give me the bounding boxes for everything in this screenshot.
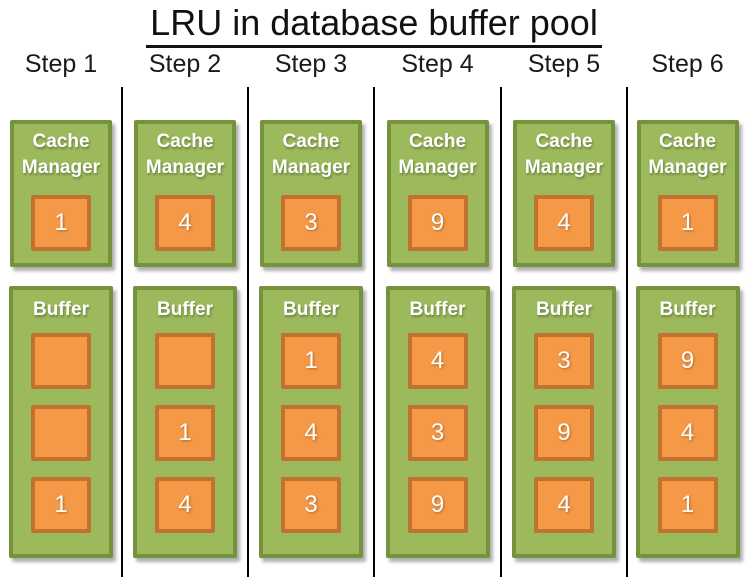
buffer-title: Buffer — [409, 299, 466, 320]
cache-manager-title-line2: Manager — [648, 157, 727, 178]
buffer-slots: 9 4 1 — [640, 333, 736, 533]
cache-manager-title-line1: Cache — [282, 131, 340, 152]
column-divider — [247, 87, 249, 577]
column-divider — [121, 87, 123, 577]
cache-manager-box: Cache Manager 1 — [636, 120, 739, 267]
cache-manager-title-line1: Cache — [535, 131, 593, 152]
buffer-page-slot: 4 — [155, 477, 215, 533]
step-column-3: Step 3 Cache Manager 3 Buffer 1 4 3 — [248, 0, 374, 577]
cache-manager-title: Cache Manager — [641, 129, 735, 181]
buffer-title: Buffer — [33, 299, 89, 320]
buffer-page-slot: 1 — [31, 477, 91, 533]
cache-manager-title-line2: Manager — [21, 157, 101, 178]
buffer-title: Buffer — [157, 299, 213, 320]
cache-manager-box: Cache Manager 9 — [386, 120, 489, 267]
column-divider — [373, 87, 375, 577]
cache-manager-title: Cache Manager — [264, 129, 358, 181]
cache-page-slot: 1 — [657, 195, 718, 251]
cache-manager-title-line1: Cache — [32, 131, 90, 152]
buffer-page-slot: 3 — [407, 405, 468, 461]
buffer-slots: 1 4 3 — [263, 333, 359, 533]
step-label: Step 5 — [527, 50, 601, 78]
cache-manager-title-line1: Cache — [156, 131, 214, 152]
cache-manager-title-line2: Manager — [271, 157, 351, 178]
step-label: Step 3 — [274, 50, 348, 78]
step-column-2: Step 2 Cache Manager 4 Buffer 1 4 — [122, 0, 248, 577]
buffer-title: Buffer — [659, 299, 716, 320]
cache-manager-title-line2: Manager — [398, 157, 477, 178]
buffer-box: Buffer 3 9 4 — [512, 286, 616, 558]
buffer-page-slot: 9 — [407, 477, 468, 533]
buffer-box: Buffer 9 4 1 — [635, 286, 740, 558]
cache-manager-title-line2: Manager — [145, 157, 225, 178]
buffer-box: Buffer 4 3 9 — [385, 286, 490, 558]
column-divider — [500, 87, 502, 577]
step-label: Step 4 — [401, 50, 474, 78]
diagram-title: LRU in database buffer pool — [146, 2, 602, 48]
cache-manager-box: Cache Manager 1 — [10, 120, 112, 267]
buffer-slots: 4 3 9 — [390, 333, 486, 533]
buffer-page-slot: 9 — [534, 405, 594, 461]
buffer-box: Buffer 1 4 — [133, 286, 237, 558]
buffer-box: Buffer 1 — [9, 286, 113, 558]
column-divider — [626, 87, 628, 577]
buffer-title: Buffer — [536, 299, 592, 320]
step-column-4: Step 4 Cache Manager 9 Buffer 4 3 9 — [374, 0, 501, 577]
cache-manager-title: Cache Manager — [138, 129, 232, 181]
buffer-page-slot: 3 — [281, 477, 341, 533]
cache-page-slot: 4 — [155, 195, 215, 251]
buffer-page-slot: 1 — [657, 477, 718, 533]
step-column-6: Step 6 Cache Manager 1 Buffer 9 4 1 — [627, 0, 748, 577]
cache-page-slot: 1 — [31, 195, 91, 251]
cache-manager-title-line1: Cache — [658, 131, 717, 152]
cache-manager-box: Cache Manager 4 — [513, 120, 615, 267]
buffer-page-slot — [155, 333, 215, 389]
step-label: Step 6 — [651, 50, 724, 78]
cache-manager-title-line2: Manager — [524, 157, 604, 178]
buffer-page-slot: 1 — [281, 333, 341, 389]
buffer-slots: 1 4 — [137, 333, 233, 533]
cache-page-slot: 9 — [407, 195, 468, 251]
buffer-page-slot: 4 — [534, 477, 594, 533]
step-column-1: Step 1 Cache Manager 1 Buffer 1 — [0, 0, 122, 577]
cache-manager-title: Cache Manager — [14, 129, 108, 181]
buffer-slots: 1 — [13, 333, 109, 533]
step-label: Step 2 — [148, 50, 222, 78]
buffer-page-slot: 1 — [155, 405, 215, 461]
buffer-page-slot: 4 — [657, 405, 718, 461]
buffer-page-slot — [31, 405, 91, 461]
buffer-page-slot: 4 — [281, 405, 341, 461]
step-label: Step 1 — [24, 50, 98, 78]
diagram-title-wrap: LRU in database buffer pool — [0, 2, 748, 48]
cache-page-slot: 4 — [534, 195, 594, 251]
buffer-slots: 3 9 4 — [516, 333, 612, 533]
cache-manager-title: Cache Manager — [517, 129, 611, 181]
cache-manager-title: Cache Manager — [391, 129, 485, 181]
cache-manager-title-line1: Cache — [408, 131, 467, 152]
buffer-box: Buffer 1 4 3 — [259, 286, 363, 558]
cache-manager-box: Cache Manager 3 — [260, 120, 362, 267]
buffer-page-slot: 3 — [534, 333, 594, 389]
cache-page-slot: 3 — [281, 195, 341, 251]
buffer-page-slot: 4 — [407, 333, 468, 389]
buffer-page-slot — [31, 333, 91, 389]
step-column-5: Step 5 Cache Manager 4 Buffer 3 9 4 — [501, 0, 627, 577]
cache-manager-box: Cache Manager 4 — [134, 120, 236, 267]
buffer-title: Buffer — [283, 299, 339, 320]
buffer-page-slot: 9 — [657, 333, 718, 389]
